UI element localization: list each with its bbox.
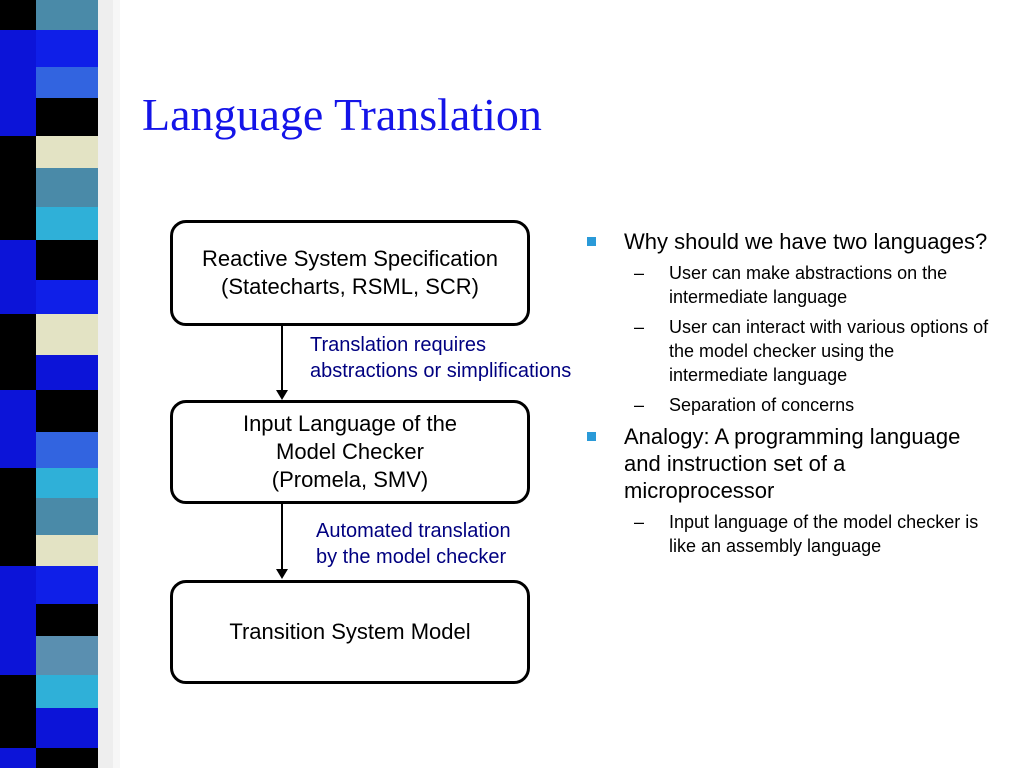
square-bullet-icon	[587, 237, 596, 246]
box-line: Transition System Model	[229, 619, 471, 644]
sub-bullet-text: User can make abstractions on the interm…	[669, 263, 948, 307]
bullet-text: Analogy: A programming language and inst…	[624, 424, 961, 503]
transition-system-model-box: Transition System Model	[170, 580, 530, 684]
box-line: Model Checker	[276, 439, 424, 464]
sub-bullet-text: Separation of concerns	[669, 395, 855, 415]
sub-bullet-item: – User can interact with various options…	[587, 315, 997, 387]
model-checker-input-box: Input Language of the Model Checker (Pro…	[170, 400, 530, 504]
translation-note: Translation requires abstractions or sim…	[310, 332, 571, 384]
sub-bullet-item: – User can make abstractions on the inte…	[587, 261, 997, 309]
sub-bullet-item: – Separation of concerns	[587, 393, 997, 417]
box-line: (Promela, SMV)	[271, 467, 429, 492]
bullet-list: Why should we have two languages? – User…	[587, 228, 997, 564]
note-line: abstractions or simplifications	[310, 360, 572, 382]
bullet-item: Analogy: A programming language and inst…	[587, 423, 997, 504]
note-line: by the model checker	[316, 546, 507, 568]
arrow-down-1	[276, 326, 288, 400]
sub-bullet-text: User can interact with various options o…	[669, 317, 989, 385]
box-line: Input Language of the	[242, 411, 458, 436]
bullet-text: Why should we have two languages?	[624, 229, 988, 254]
bullet-item: Why should we have two languages?	[587, 228, 997, 255]
dash-marker: –	[634, 317, 645, 337]
reactive-system-spec-box: Reactive System Specification (Statechar…	[170, 220, 530, 326]
automated-translation-note: Automated translation by the model check…	[316, 518, 511, 570]
arrow-down-2	[276, 504, 288, 579]
box-line: (Statecharts, RSML, SCR)	[221, 274, 479, 299]
dash-marker: –	[634, 395, 645, 415]
square-bullet-icon	[587, 432, 596, 441]
box-line: Reactive System Specification	[202, 246, 498, 271]
note-line: Automated translation	[316, 520, 511, 542]
slide-title: Language Translation	[142, 89, 542, 140]
note-line: Translation requires	[310, 334, 487, 356]
decorative-stripe-band	[0, 0, 120, 768]
sub-bullet-item: – Input language of the model checker is…	[587, 510, 997, 558]
dash-marker: –	[634, 263, 645, 283]
dash-marker: –	[634, 512, 645, 532]
sub-bullet-text: Input language of the model checker is l…	[669, 512, 979, 556]
